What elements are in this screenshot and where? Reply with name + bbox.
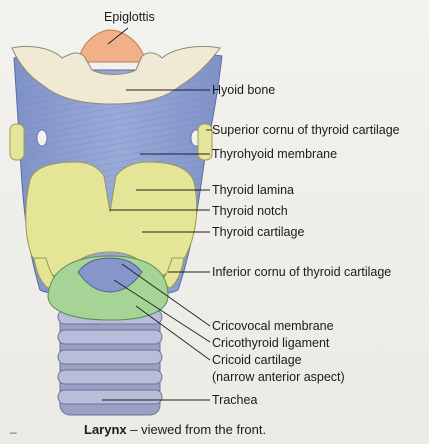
caption-subtitle: – viewed from the front. — [126, 422, 267, 437]
label-cricovocal-membrane: Cricovocal membrane — [212, 319, 334, 333]
trachea-shape — [57, 299, 163, 416]
label-thyroid-lamina: Thyroid lamina — [212, 183, 294, 197]
label-trachea: Trachea — [212, 393, 258, 407]
caption-title: Larynx — [84, 422, 127, 437]
label-thyrohyoid-membrane: Thyrohyoid membrane — [212, 147, 338, 161]
label-cricothyroid-ligament: Cricothyroid ligament — [212, 336, 330, 350]
figure-caption: Larynx – viewed from the front. — [84, 422, 266, 437]
label-thyroid-cartilage: Thyroid cartilage — [212, 225, 305, 239]
label-hyoid-bone: Hyoid bone — [212, 83, 276, 97]
superior-cornu-right — [197, 123, 213, 161]
caption-dash: – — [10, 425, 17, 439]
label-cricoid-cartilage: Cricoid cartilage — [212, 353, 302, 367]
epiglottis-shape — [77, 29, 147, 63]
label-thyroid-notch: Thyroid notch — [212, 204, 288, 218]
label-epiglottis: Epiglottis — [104, 10, 155, 24]
label-inferior-cornu: Inferior cornu of thyroid cartilage — [212, 265, 392, 279]
label-superior-cornu: Superior cornu of thyroid cartilage — [212, 123, 400, 137]
superior-cornu-left — [9, 123, 25, 161]
label-cricoid-note: (narrow anterior aspect) — [212, 370, 345, 384]
